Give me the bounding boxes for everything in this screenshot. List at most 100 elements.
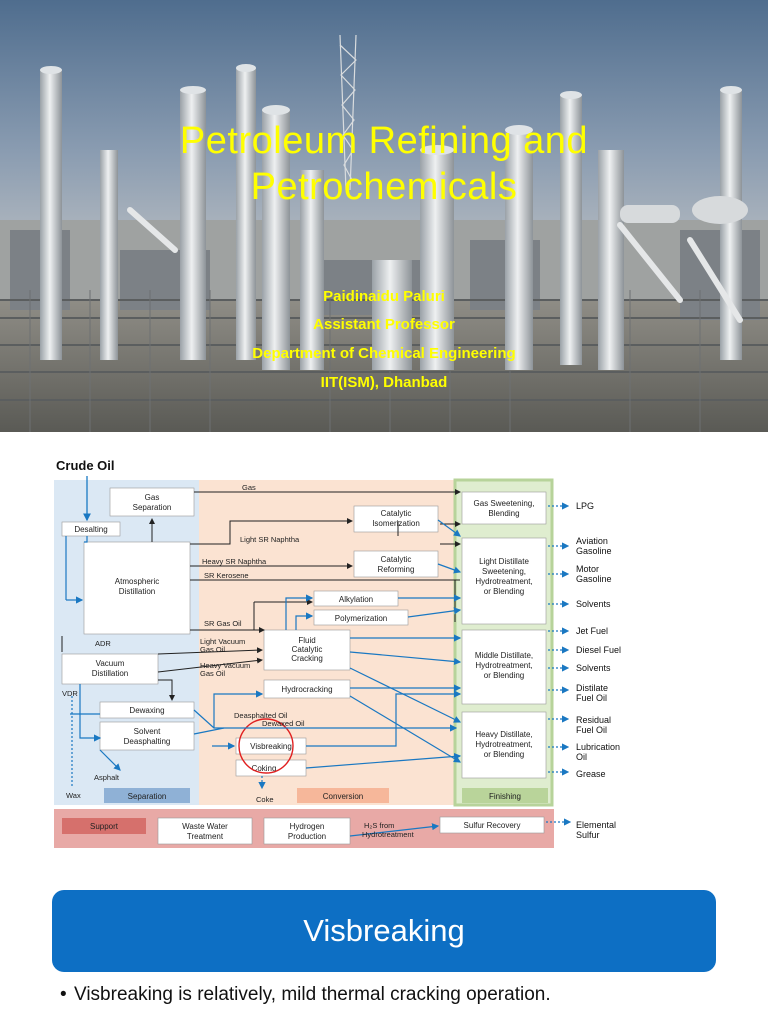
slide-title-line-2: Petrochemicals xyxy=(250,166,518,208)
product-solvents-2: Solvents xyxy=(576,663,611,673)
stream-h2s-1: H₂S from xyxy=(364,821,394,830)
svg-text:Sulfur Recovery: Sulfur Recovery xyxy=(464,821,521,830)
middle-distillate-unit xyxy=(461,629,547,705)
author-name: Paidinaidu Paluri xyxy=(323,288,445,305)
svg-text:Middle Distillate,: Middle Distillate, xyxy=(475,651,533,660)
product-lubrication-oil-1: Lubrication xyxy=(576,742,620,752)
vacuum-distillation-unit xyxy=(61,653,159,685)
svg-text:or Blending: or Blending xyxy=(484,587,524,596)
title-slide: Petroleum Refining and Petrochemicals Pa… xyxy=(0,0,768,432)
svg-text:Catalytic: Catalytic xyxy=(381,509,412,518)
svg-text:Catalytic: Catalytic xyxy=(381,555,412,564)
author-department: Department of Chemical Engineering xyxy=(252,345,516,362)
svg-text:Hydrotreatment,: Hydrotreatment, xyxy=(475,661,532,670)
refinery-photo xyxy=(0,0,768,432)
stream-asphalt: Asphalt xyxy=(94,773,120,782)
stream-heavy-vacuum-gas-oil-1: Heavy Vacuum xyxy=(200,661,250,670)
section-title-banner: Visbreaking xyxy=(52,890,716,972)
stream-vdr: VDR xyxy=(62,689,78,698)
stream-dewaxed-oil: Dewaxed Oil xyxy=(262,719,305,728)
stream-coke: Coke xyxy=(256,795,274,804)
slide-title-line-1: Petroleum Refining and xyxy=(179,120,589,162)
svg-text:Gas Sweetening,: Gas Sweetening, xyxy=(474,499,535,508)
svg-text:Hydrocracking: Hydrocracking xyxy=(281,685,332,694)
svg-text:Heavy Distillate,: Heavy Distillate, xyxy=(475,730,532,739)
catalytic-reforming-unit xyxy=(353,550,439,578)
hydrogen-production-unit xyxy=(263,817,351,845)
stream-gas: Gas xyxy=(242,483,256,492)
svg-text:Hydrogen: Hydrogen xyxy=(290,822,325,831)
svg-text:Fluid: Fluid xyxy=(298,636,315,645)
product-elemental-sulfur-1: Elemental xyxy=(576,820,616,830)
svg-text:Production: Production xyxy=(288,832,326,841)
catalytic-isomerization-unit xyxy=(353,505,439,533)
waste-water-unit xyxy=(157,817,253,845)
section-title: Visbreaking xyxy=(303,913,465,948)
svg-text:Reforming: Reforming xyxy=(378,565,415,574)
support-label: Support xyxy=(90,822,119,831)
svg-text:Desalting: Desalting xyxy=(74,525,107,534)
svg-text:Waste Water: Waste Water xyxy=(182,822,228,831)
product-aviation-gasoline-1: Aviation xyxy=(576,536,608,546)
svg-text:Visbreaking: Visbreaking xyxy=(250,742,292,751)
fluid-catalytic-cracking-unit xyxy=(263,629,351,671)
hydrocracking-unit xyxy=(263,679,351,699)
svg-text:or Blending: or Blending xyxy=(484,671,524,680)
stream-heavy-vacuum-gas-oil-2: Gas Oil xyxy=(200,669,225,678)
product-motor-gasoline-1: Motor xyxy=(576,564,599,574)
svg-text:Gas: Gas xyxy=(145,493,160,502)
product-elemental-sulfur-2: Sulfur xyxy=(576,830,600,840)
svg-text:Atmospheric: Atmospheric xyxy=(115,577,159,586)
stream-light-sr-naphtha: Light SR Naphtha xyxy=(240,535,300,544)
bullet-dot: • xyxy=(60,984,67,1005)
refinery-flow-diagram: Separation Conversion Finishing Support … xyxy=(0,432,768,852)
desalting-unit xyxy=(61,521,121,537)
product-distillate-fuel-oil-1: Distilate xyxy=(576,683,608,693)
svg-text:Sweetening,: Sweetening, xyxy=(482,567,526,576)
product-residual-fuel-oil-1: Residual xyxy=(576,715,611,725)
crude-oil-label: Crude Oil xyxy=(56,458,115,473)
stream-wax: Wax xyxy=(66,791,81,800)
product-lubrication-oil-2: Oil xyxy=(576,752,587,762)
separation-label: Separation xyxy=(128,792,167,801)
visbreaking-highlight xyxy=(238,718,294,774)
light-distillate-unit xyxy=(461,537,547,625)
product-motor-gasoline-2: Gasoline xyxy=(576,574,612,584)
svg-text:Distillation: Distillation xyxy=(92,669,128,678)
stream-heavy-sr-naphtha: Heavy SR Naphtha xyxy=(202,557,267,566)
product-aviation-gasoline-2: Gasoline xyxy=(576,546,612,556)
svg-text:Catalytic: Catalytic xyxy=(292,645,323,654)
stream-light-vacuum-gas-oil-2: Gas Oil xyxy=(200,645,225,654)
svg-text:Hydrotreatment,: Hydrotreatment, xyxy=(475,577,532,586)
product-solvents-1: Solvents xyxy=(576,599,611,609)
svg-text:Distillation: Distillation xyxy=(119,587,155,596)
svg-text:Treatment: Treatment xyxy=(187,832,224,841)
gas-sweetening-unit xyxy=(461,491,547,525)
svg-text:Isomerization: Isomerization xyxy=(372,519,420,528)
svg-text:Cracking: Cracking xyxy=(291,654,323,663)
svg-text:Polymerization: Polymerization xyxy=(335,614,387,623)
author-institute: IIT(ISM), Dhanbad xyxy=(320,374,448,391)
author-role: Assistant Professor xyxy=(313,316,455,333)
product-residual-fuel-oil-2: Fuel Oil xyxy=(576,725,607,735)
svg-text:Deasphalting: Deasphalting xyxy=(124,737,171,746)
heavy-distillate-unit xyxy=(461,711,547,779)
product-distillate-fuel-oil-2: Fuel Oil xyxy=(576,693,607,703)
sulfur-recovery-unit xyxy=(439,816,545,834)
svg-text:Separation: Separation xyxy=(133,503,172,512)
svg-text:Blending: Blending xyxy=(488,509,519,518)
stream-sr-kerosene: SR Kerosene xyxy=(204,571,249,580)
stream-h2s-2: Hydrotreatment xyxy=(362,830,415,839)
svg-text:Vacuum: Vacuum xyxy=(96,659,125,668)
svg-text:Coking: Coking xyxy=(252,764,277,773)
product-grease: Grease xyxy=(576,769,606,779)
bullet-text: Visbreaking is relatively, mild thermal … xyxy=(74,984,551,1005)
bullet-item: • Visbreaking is relatively, mild thermal… xyxy=(60,984,551,1006)
polymerization-unit xyxy=(313,609,409,626)
svg-text:Solvent: Solvent xyxy=(134,727,161,736)
svg-text:Dewaxing: Dewaxing xyxy=(129,706,164,715)
gas-separation-unit xyxy=(109,487,195,517)
svg-text:or Blending: or Blending xyxy=(484,750,524,759)
stream-adr: ADR xyxy=(95,639,111,648)
finishing-label: Finishing xyxy=(489,792,521,801)
